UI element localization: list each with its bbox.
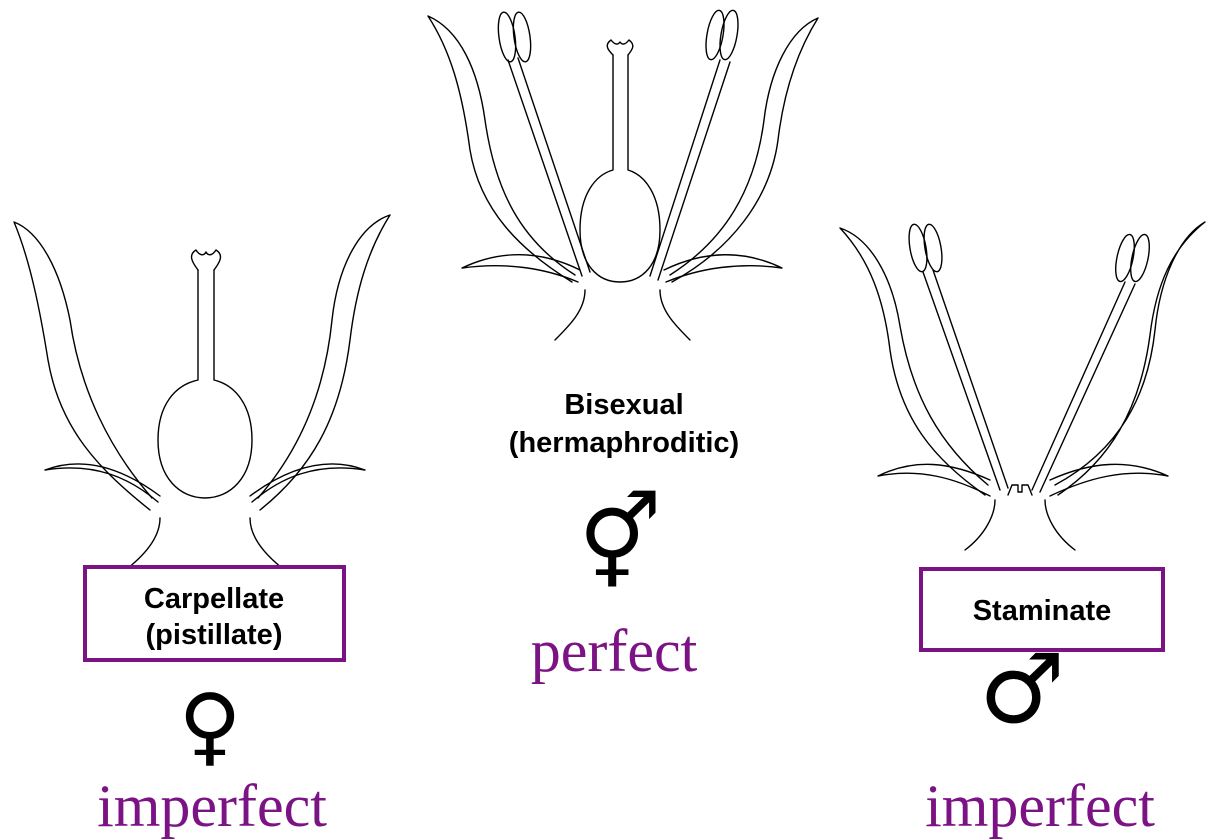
receptacle (965, 500, 1075, 550)
vestigial-pistil (1008, 485, 1032, 495)
carpellate-flower (14, 215, 390, 568)
petal (1050, 464, 1168, 496)
stamen (923, 270, 1008, 490)
bisexual-label-line1: Bisexual (564, 389, 683, 421)
bisexual-label-line2: (hermaphroditic) (509, 427, 739, 459)
petal (670, 18, 818, 282)
female-symbol: ♀ (179, 676, 242, 776)
petal (878, 464, 990, 496)
staminate-flower (840, 222, 1205, 550)
anther (921, 223, 945, 273)
anther (717, 9, 741, 61)
petal (14, 222, 152, 510)
staminate-label: Staminate (973, 595, 1112, 627)
male-symbol: ♂ (979, 633, 1065, 745)
stamen (650, 60, 730, 280)
pistil (580, 55, 660, 282)
left-term: imperfect (97, 773, 327, 839)
petal (462, 255, 580, 282)
pistil (158, 270, 252, 498)
bisexual-symbol: ⚥ (578, 490, 661, 597)
carpellate-label-line2: (pistillate) (146, 619, 283, 651)
stigma (607, 40, 633, 55)
anther (703, 9, 727, 61)
anther (906, 223, 930, 273)
receptacle (128, 518, 282, 568)
right-term: imperfect (925, 773, 1155, 839)
petal (840, 228, 988, 495)
petal (428, 16, 575, 282)
carpellate-label-line1: Carpellate (144, 583, 284, 615)
petal (1055, 222, 1205, 495)
petal (45, 464, 160, 502)
petal (664, 255, 782, 282)
petal (250, 464, 365, 502)
anther (511, 11, 534, 63)
anther (1112, 233, 1138, 283)
stigma (192, 250, 221, 270)
stamen (1032, 282, 1135, 492)
bisexual-flower (428, 9, 818, 340)
petal (258, 215, 390, 510)
anther (1127, 233, 1153, 283)
receptacle (555, 290, 690, 340)
anther (496, 11, 519, 63)
middle-term: perfect (531, 618, 698, 684)
